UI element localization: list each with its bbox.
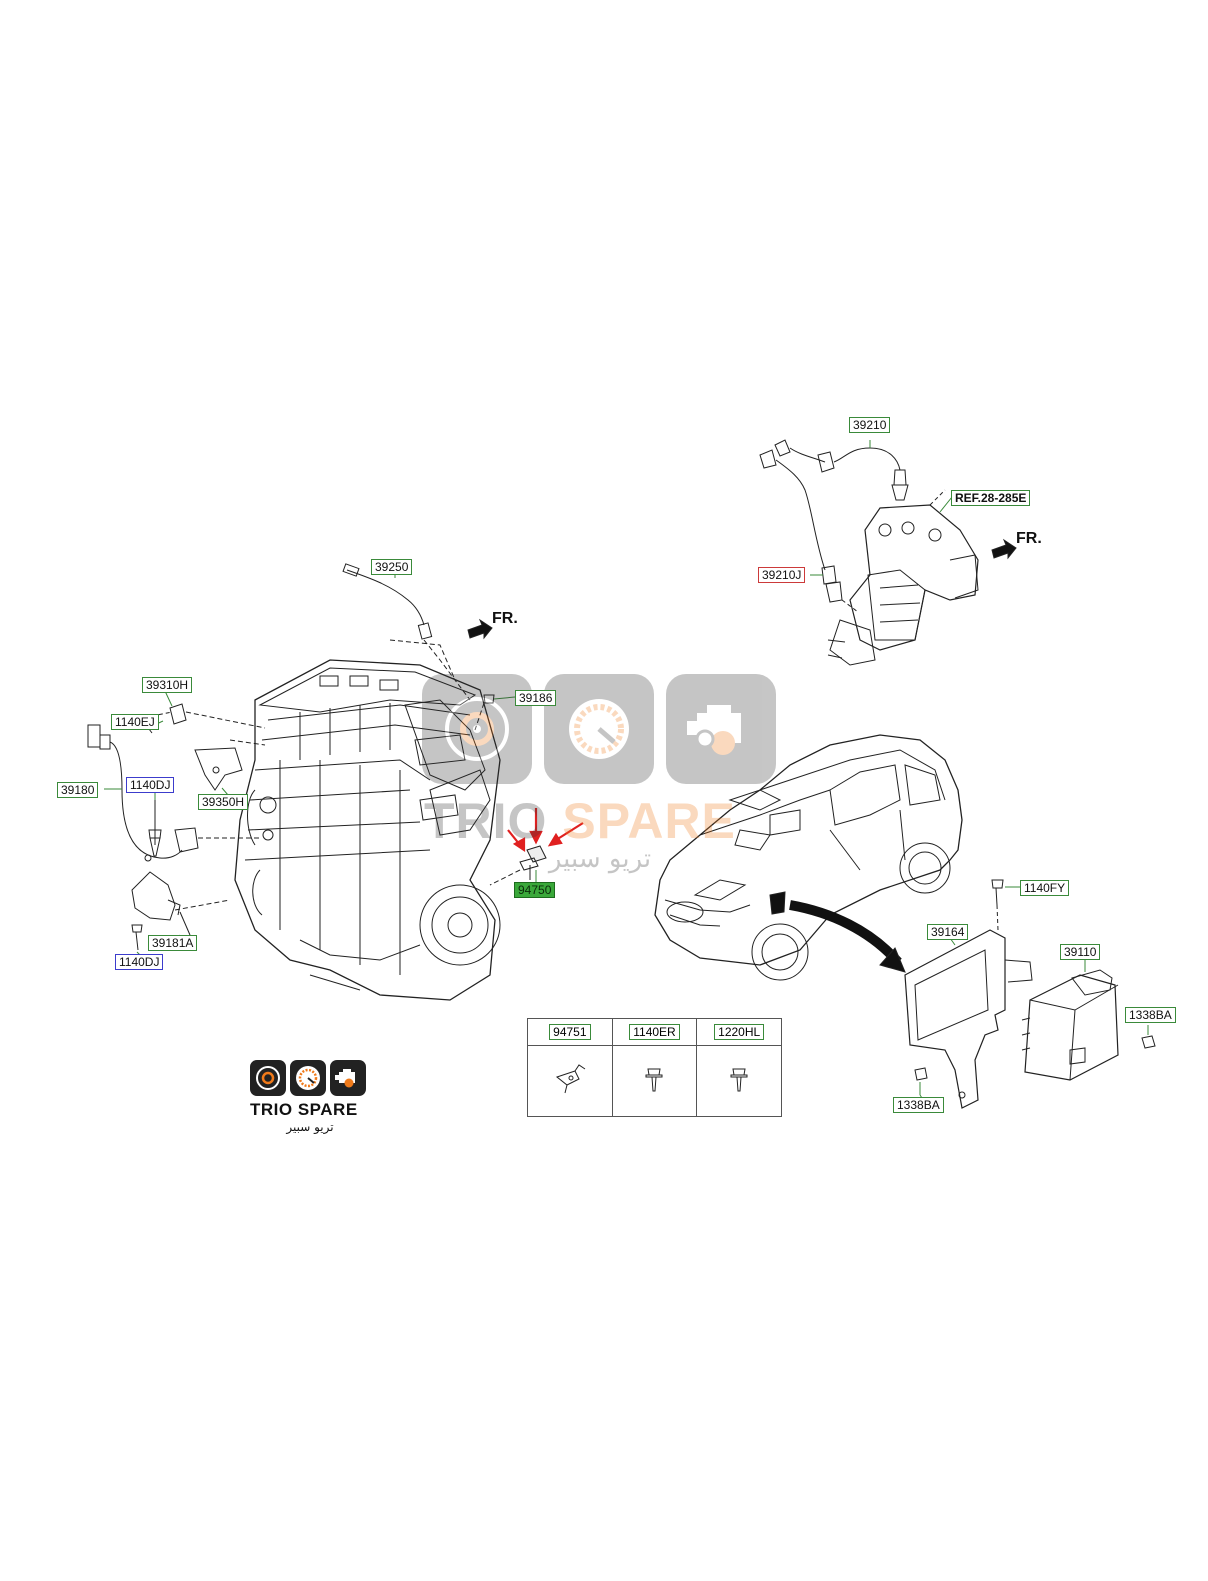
engine-block-drawing [234,659,501,1001]
bracket-39350h-drawing [194,747,243,791]
oxygen-sensor-39250-drawing [342,563,471,701]
bolt-table-label-1220hl: 1220HL [714,1024,765,1040]
highlight-arrows-icon [507,808,584,853]
bolt-icon [730,1068,748,1091]
clip-icon [555,1063,586,1093]
label-39250: 39250 [371,559,413,575]
label-1140ej: 1140EJ [111,714,159,730]
label-39210: 39210 [849,417,891,433]
front-arrow-engine-icon [467,618,493,640]
bolt-icon [645,1068,663,1091]
label-39164: 39164 [927,924,969,940]
front-arrow-exhaust-icon [991,538,1017,560]
bolt-table-header-2: 1140ER [611,1018,698,1046]
label-39310h: 39310H [142,677,193,693]
bolt-table-cell-3 [696,1045,782,1117]
engine-icon [330,1060,366,1096]
speaker-icon [250,1060,286,1096]
label-39350h: 39350H [198,794,249,810]
bolt-1140fy-drawing [991,879,1020,931]
brand-name: TRIO SPARE [250,1100,370,1120]
bolt-table-label-1140er: 1140ER [629,1024,680,1040]
label-1338ba-bottom: 1338BA [893,1097,944,1113]
label-39110: 39110 [1060,944,1101,960]
label-1338ba-right: 1338BA [1125,1007,1176,1023]
ecu-bracket-drawing [904,929,1033,1109]
label-39181a: 39181A [148,935,198,951]
vehicle-drawing [654,734,963,981]
oxygen-sensor-39210-drawing [774,439,909,501]
exhaust-manifold-drawing [827,489,979,666]
label-39210j: 39210J [758,567,806,583]
label-ref-28-285e: REF.28-285E [951,490,1031,506]
label-1140dj-upper: 1140DJ [126,777,175,793]
sensor-94750-drawing [489,845,547,886]
brand-arabic: تريو سبير [286,1120,334,1134]
bolt-1140dj-lower-drawing [131,924,143,951]
front-indicator-exhaust: FR. [1016,530,1042,547]
bolt-table: 94751 1140ER 1220HL [527,1018,782,1117]
brand-name-part2: SPARE [297,1100,358,1119]
brand-logo: TRIO SPARE تريو سبير [250,1060,370,1134]
bolt-table-header-3: 1220HL [696,1018,782,1046]
label-94750-highlighted: 94750 [514,882,556,898]
label-1140dj-lower: 1140DJ [115,954,164,970]
bolt-table-label-94751: 94751 [549,1024,591,1040]
front-indicator-engine: FR. [492,610,518,627]
brand-name-part1: TRIO [250,1100,293,1119]
crank-sensor-harness-drawing [87,724,260,862]
label-39180: 39180 [57,782,99,798]
label-1140fy: 1140FY [1020,880,1070,896]
speedometer-icon [290,1060,326,1096]
oxygen-sensor-39210j-drawing [759,449,859,613]
bolt-39186-drawing [474,694,495,731]
nut-1338ba-drawing [914,1025,1156,1095]
bolt-1140dj-upper-drawing [148,800,162,857]
bolt-table-header-1: 94751 [527,1018,613,1046]
bolt-table-cell-1 [527,1045,613,1117]
label-39186: 39186 [515,690,557,706]
cover-39181a-drawing [131,871,231,936]
bolt-table-cell-2 [611,1045,698,1117]
ecu-39110-drawing [1021,969,1119,1081]
